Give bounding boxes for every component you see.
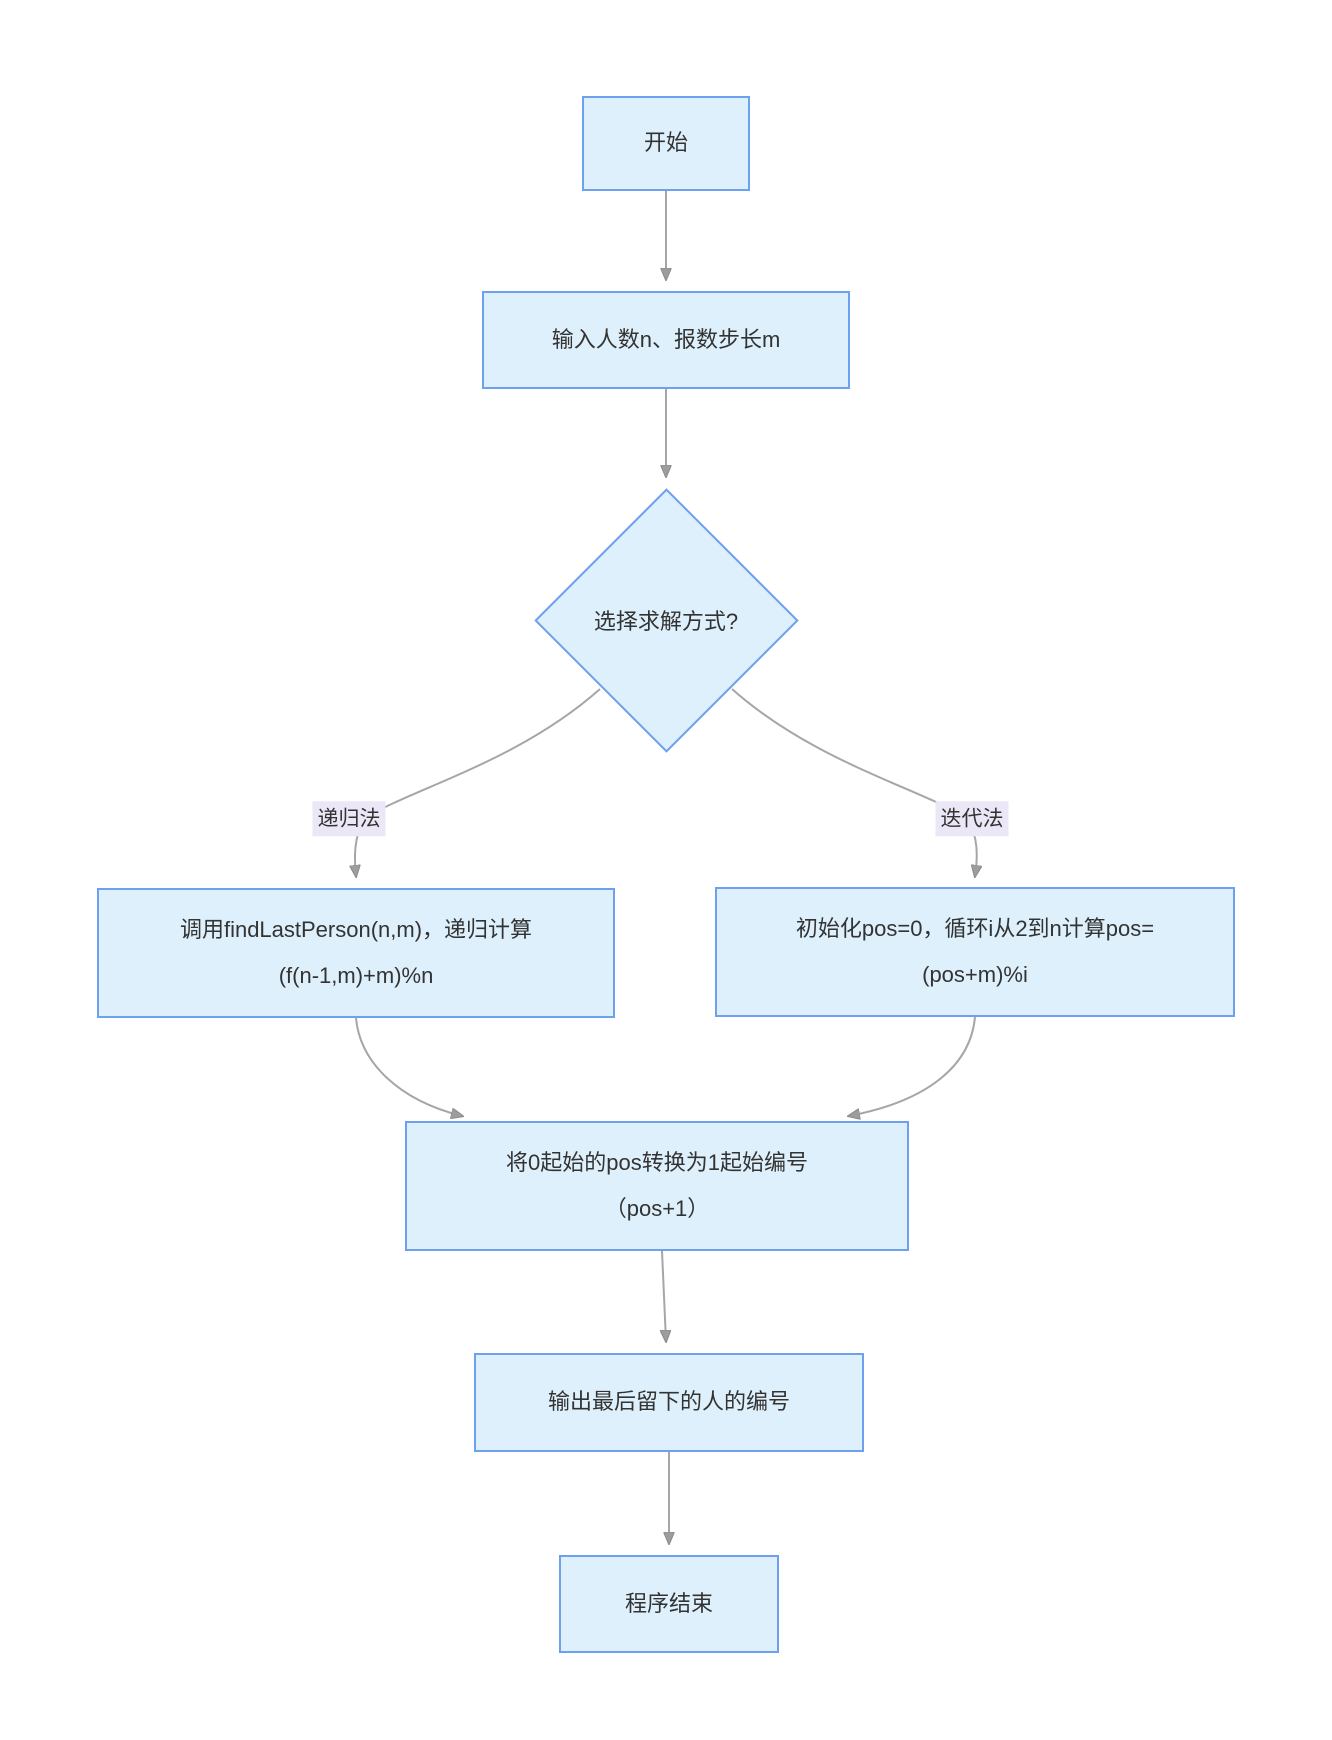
node-iterative-line2: (pos+m)%i [922, 962, 1028, 987]
edge-label-iteration-text: 迭代法 [940, 807, 1004, 831]
node-start: 开始 [582, 96, 750, 191]
edge-decision-to-iterative [731, 688, 977, 876]
node-iterative: 初始化pos=0，循环i从2到n计算pos= (pos+m)%i [715, 887, 1235, 1017]
node-input: 输入人数n、报数步长m [482, 291, 850, 389]
edge-label-iteration: 迭代法 [935, 801, 1009, 837]
node-end: 程序结束 [559, 1555, 779, 1653]
node-output-label: 输出最后留下的人的编号 [547, 1389, 790, 1415]
edge-decision-to-recursive [355, 688, 601, 876]
node-decision-label: 选择求解方式? [593, 609, 739, 634]
node-convert: 将0起始的pos转换为1起始编号 （pos+1） [405, 1121, 909, 1251]
edge-convert-to-output [662, 1250, 666, 1341]
node-convert-line2: （pos+1） [604, 1196, 710, 1221]
node-input-label: 输入人数n、报数步长m [551, 326, 781, 352]
node-recursive-line1: 调用findLastPerson(n,m)，递归计算 [179, 916, 533, 942]
node-convert-line1: 将0起始的pos转换为1起始编号 [506, 1149, 808, 1175]
node-recursive: 调用findLastPerson(n,m)，递归计算 (f(n-1,m)+m)%… [97, 888, 615, 1018]
edge-label-recursion: 递归法 [312, 801, 386, 837]
node-start-label: 开始 [643, 130, 688, 156]
edge-label-recursion-text: 递归法 [317, 807, 381, 831]
edge-recursive-to-convert [355, 1017, 462, 1116]
node-end-label: 程序结束 [624, 1590, 713, 1616]
edge-iterative-to-convert [849, 1016, 976, 1116]
node-iterative-line1: 初始化pos=0，循环i从2到n计算pos= [795, 915, 1155, 941]
node-output: 输出最后留下的人的编号 [474, 1353, 864, 1452]
node-decision: 选择求解方式? [551, 590, 781, 650]
node-recursive-line2: (f(n-1,m)+m)%n [278, 963, 434, 988]
